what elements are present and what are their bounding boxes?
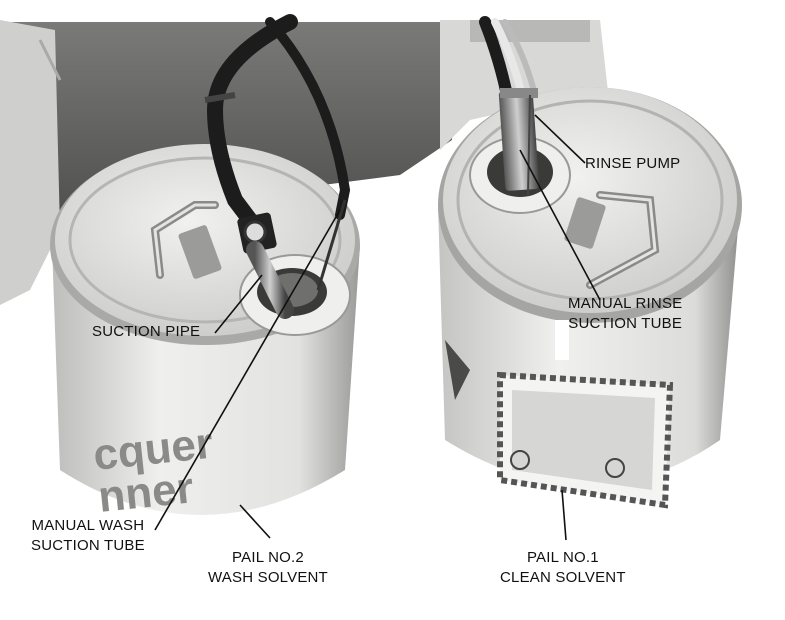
leader-suction-pipe — [214, 274, 263, 334]
leader-lines — [154, 114, 601, 541]
manual-rinse-suction-tube — [527, 94, 531, 196]
leader-rinse-pump — [534, 114, 586, 164]
label-manual-rinse-suction-tube: MANUAL RINSE SUCTION TUBE — [568, 295, 683, 332]
label-rinse-pump: RINSE PUMP — [585, 155, 681, 172]
label-pail-no2: PAIL NO.2 WASH SOLVENT — [208, 549, 328, 586]
leader-pail2 — [239, 504, 271, 539]
leader-manual-rinse — [519, 149, 601, 301]
label-pail-no1: PAIL NO.1 CLEAN SOLVENT — [500, 549, 626, 586]
manual-wash-suction-tube — [316, 199, 347, 291]
leader-manual-wash — [154, 209, 341, 531]
label-manual-wash-suction-tube: MANUAL WASH SUCTION TUBE — [31, 517, 145, 554]
label-suction-pipe: SUCTION PIPE — [92, 323, 201, 340]
pail-print-text: nner — [96, 463, 196, 522]
leader-pail1 — [561, 489, 567, 541]
suction-pipe — [204, 14, 351, 319]
